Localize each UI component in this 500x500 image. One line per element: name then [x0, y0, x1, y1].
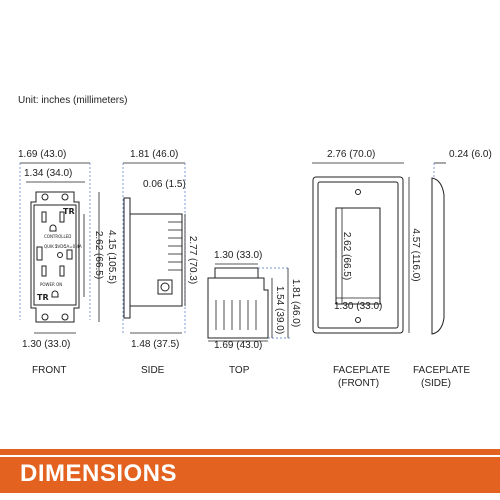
outlet-slot	[59, 211, 65, 223]
faceplate-screw-hole-bottom	[355, 317, 361, 323]
faceplate-front-view: 2.76 (70.0) 2.62 (66.5) 1.30 (33.0) 4.57…	[312, 149, 421, 389]
faceplate-front-label-line1: FACEPLATE	[333, 365, 390, 376]
top-cap	[214, 267, 259, 279]
outlet-screw-bottom-right	[61, 313, 69, 321]
outlet-screw-top-right	[61, 193, 69, 201]
dimensions-diagram: 1.69 (43.0) 1.34 (34.0) TR CONTROLLED QU…	[18, 149, 492, 389]
top-label: TOP	[229, 365, 250, 376]
faceplate-thickness: 0.24 (6.0)	[449, 149, 492, 160]
outlet-marking-controlled: CONTROLLED	[44, 234, 71, 239]
front-inner-height: 2.62 (66.5)	[93, 231, 104, 279]
top-top-width: 1.30 (33.0)	[214, 250, 262, 261]
outlet-marking-5vdc: 5VDC	[55, 244, 66, 249]
front-width-top: 1.69 (43.0)	[18, 149, 66, 160]
outlet-tr-bottom: TR	[37, 293, 49, 302]
side-ribs	[168, 221, 182, 271]
front-view: 1.69 (43.0) 1.34 (34.0) TR CONTROLLED QU…	[18, 149, 117, 376]
banner-bottom-band	[0, 493, 500, 500]
faceplate-side-profile	[431, 177, 445, 335]
faceplate-screw-hole-top	[355, 189, 361, 195]
side-strap	[123, 197, 131, 319]
top-fins	[215, 300, 257, 330]
faceplate-opening-width: 1.30 (33.0)	[334, 301, 382, 312]
side-width-top: 1.81 (46.0)	[130, 149, 178, 160]
faceplate-front-label-line2: (FRONT)	[338, 378, 379, 389]
faceplate-side-view: 0.24 (6.0) FACEPLATE (SIDE)	[413, 149, 492, 389]
top-body	[207, 277, 269, 339]
usb-port	[66, 249, 73, 260]
outlet-marking-quik: QUIK 2	[44, 244, 58, 249]
front-inner-width: 1.34 (34.0)	[24, 168, 72, 179]
outlet-tr-top: TR	[63, 207, 75, 216]
outlet-slot	[41, 265, 47, 277]
unit-label: Unit: inches (millimeters)	[18, 95, 128, 106]
outlet-marking-amps: 5A=0.4A	[64, 244, 82, 249]
faceplate-opening	[335, 207, 381, 305]
outlet-ground	[51, 290, 59, 298]
outlet-slot	[41, 211, 47, 223]
side-bottom-width: 1.48 (37.5)	[131, 339, 179, 350]
side-body	[129, 213, 183, 307]
faceplate-width: 2.76 (70.0)	[327, 149, 375, 160]
side-flange: 0.06 (1.5)	[143, 179, 186, 190]
usb-port	[36, 246, 43, 261]
front-total-height: 4.15 (105.5)	[106, 230, 117, 284]
side-terminal-screw	[160, 282, 170, 292]
outlet-ground	[49, 224, 57, 232]
side-label: SIDE	[141, 365, 165, 376]
banner-bar	[0, 457, 500, 493]
outlet-screw-bottom-left	[41, 313, 49, 321]
wifi-button-icon	[57, 252, 63, 258]
outlet-marking-power-on: POWER ON	[40, 282, 62, 287]
side-height: 2.77 (70.3)	[187, 236, 198, 284]
top-depth-total: 1.81 (46.0)	[290, 279, 301, 327]
top-view: 1.30 (33.0) 1.54 (39.0) 1.81 (46.0) 1.69…	[207, 250, 301, 376]
outlet-screw-top-left	[41, 193, 49, 201]
top-depth-small: 1.54 (39.0)	[274, 286, 285, 334]
front-label: FRONT	[32, 365, 66, 376]
faceplate-side-label-line1: FACEPLATE	[413, 365, 470, 376]
banner-stripe	[0, 449, 500, 455]
outlet-slot	[59, 265, 65, 277]
faceplate-opening-height: 2.62 (66.5)	[341, 232, 352, 280]
page-title: DIMENSIONS	[20, 460, 178, 487]
faceplate-side-label-line2: (SIDE)	[421, 378, 451, 389]
side-view: 1.81 (46.0) 0.06 (1.5) 2.77 (70.3) 1.48 …	[122, 149, 198, 376]
faceplate-height: 4.57 (116.0)	[410, 228, 421, 281]
front-bottom-width: 1.30 (33.0)	[22, 339, 70, 350]
top-bottom-width: 1.69 (43.0)	[214, 340, 262, 351]
